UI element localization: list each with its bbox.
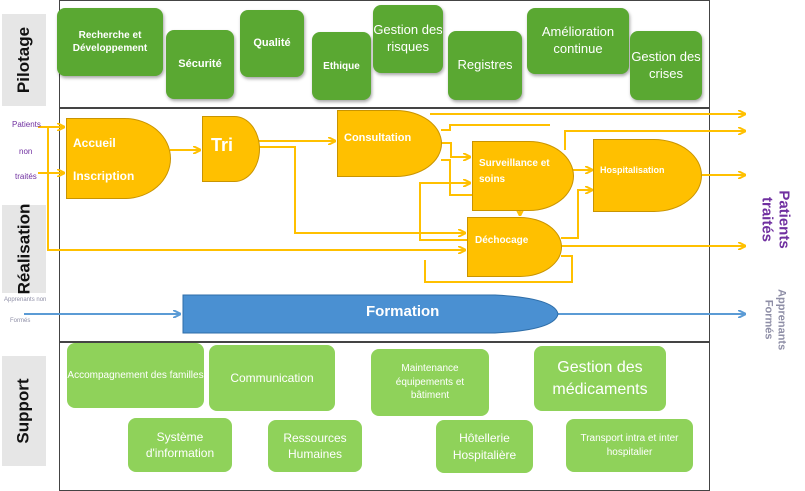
input-formes-label: Formés [10,318,31,324]
tri-text: Tri [211,135,234,155]
accueil-inscription-process: Accueil Inscription [66,118,171,199]
dechocage-text: Déchocage [475,235,529,246]
transport-text: Transport intra et inter hospitalier [580,433,679,458]
amelioration-continue-text: Amélioration continue [541,24,615,56]
gestion-risques-text: Gestion des risques [373,22,443,54]
pilotage-band-label: Pilotage [2,14,46,106]
accueil-text: Accueil [73,136,116,150]
gestion-crises-box: Gestion des crises [630,31,702,100]
support-band-label: Support [2,356,46,466]
consultation-to-hospit-line [441,124,550,131]
hospitalisation-process: Hospitalisation [593,139,702,212]
accompagnement-familles-box: Accompagnement des familles [67,343,204,408]
ethique-box: Ethique [312,32,371,100]
communication-text: Communication [230,370,314,385]
dechocage-process: Déchocage [467,217,562,277]
maintenance-text: Maintenance équipements et bâtiment [395,363,465,402]
consultation-to-surveillance-arrow [441,142,470,157]
systeme-information-box: Système d'information [128,418,232,472]
output-formes-word: Formés [763,299,775,340]
tri-process: Tri [202,116,260,182]
hotellerie-text: Hôtellerie Hospitalière [452,431,517,462]
dechocage-to-hospitalisation [561,190,592,239]
output-patients-word: Patients [775,190,793,249]
output-traites-word: traités [759,196,776,243]
formation-shape [182,294,559,334]
qualite-box: Qualité [240,10,304,77]
consultation-text: Consultation [344,132,412,144]
input-traites-label: traités [15,172,37,181]
surveillance-text: Surveillance et soins [479,158,550,185]
inscription-text: Inscription [73,169,135,183]
recherche-developpement-box: Recherche et Développement [57,8,163,76]
accueil-to-dechocage-line [47,127,465,250]
ethique-text: Ethique [323,60,360,72]
surveillance-soins-process: Surveillance et soins [472,141,574,211]
input-non-label: non [19,147,33,156]
tri-to-dechocage-arrow [259,146,465,233]
surveillance-to-output [564,131,745,150]
gestion-crises-text: Gestion des crises [631,48,701,81]
output-apprenants-word: Apprenants [775,289,788,351]
output-patients-traites-label: Patients traités [750,178,800,248]
systeme-text: Système d'information [145,429,215,460]
input-patients-label: Patients [12,120,41,129]
realisation-band-label: Réalisation [2,204,46,294]
dechocage-loop-bottom [424,255,573,283]
consultation-process: Consultation [337,110,442,177]
input-apprenants-label: Apprenants non [4,297,47,303]
maintenance-box: Maintenance équipements et bâtiment [371,349,489,416]
ressources-text: Ressources Humaines [283,430,347,461]
hospitalisation-text: Hospitalisation [600,165,665,175]
ressources-humaines-box: Ressources Humaines [268,420,362,472]
qualite-text: Qualité [253,37,291,50]
transport-box: Transport intra et inter hospitalier [566,419,693,472]
registres-text: Registres [457,57,513,73]
accompagnement-text: Accompagnement des familles [67,369,204,381]
output-apprenants-formes-label: Apprenants Formés [750,282,800,352]
amelioration-continue-box: Amélioration continue [527,8,629,74]
communication-box: Communication [209,345,335,411]
securite-text: Sécurité [178,58,222,71]
gestion-medicaments-box: Gestion des médicaments [534,346,666,411]
gestion-risques-box: Gestion des risques [373,5,443,73]
hotellerie-box: Hôtellerie Hospitalière [436,420,533,473]
realisation-frame [59,108,710,342]
dechocage-to-surveillance [419,183,470,241]
medicaments-text: Gestion des médicaments [552,358,648,398]
securite-box: Sécurité [166,30,234,99]
registres-box: Registres [448,31,522,100]
formation-label: Formation [366,303,440,320]
recherche-developpement-text: Recherche et Développement [72,30,148,54]
